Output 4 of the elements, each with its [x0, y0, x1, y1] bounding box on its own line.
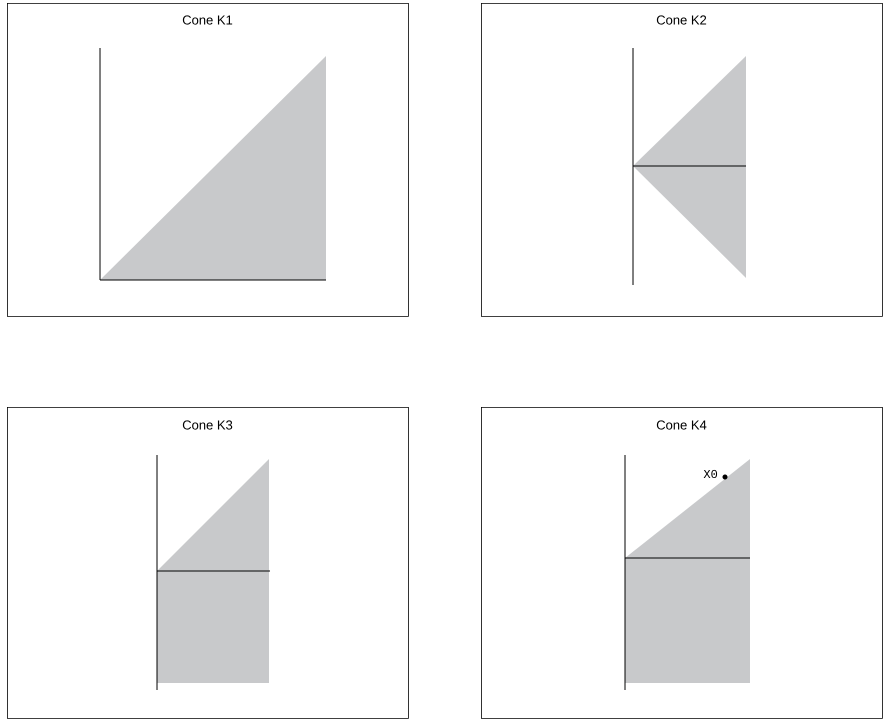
point-label: X0	[704, 470, 718, 478]
panel-box: Cone K1	[7, 3, 409, 317]
panel-box: Cone K3	[7, 407, 409, 719]
panel-box: Cone K2	[481, 3, 883, 317]
